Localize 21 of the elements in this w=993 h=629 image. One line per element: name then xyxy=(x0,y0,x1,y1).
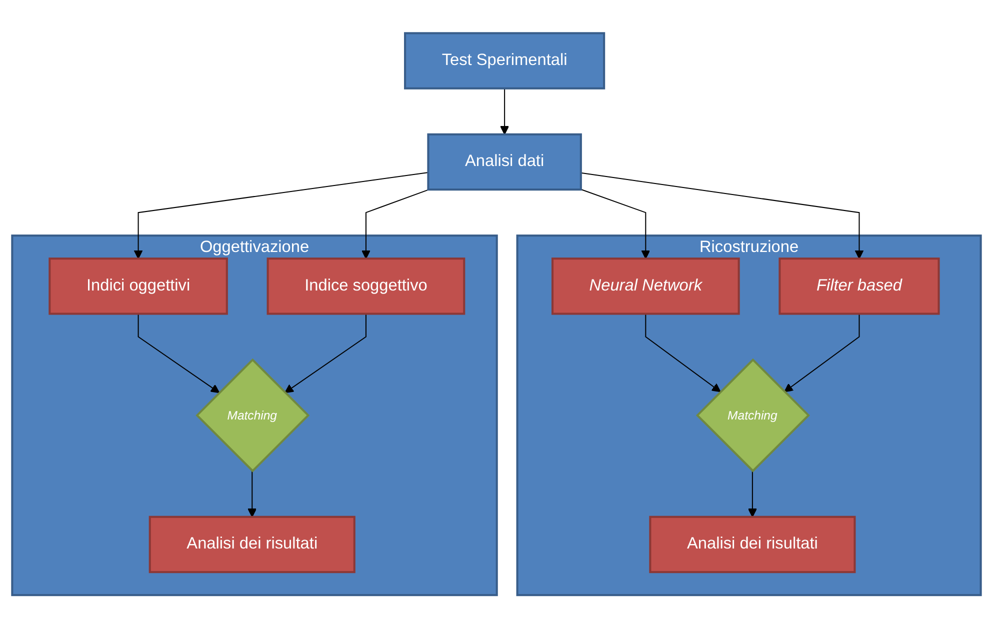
arrow xyxy=(580,172,864,260)
arrow xyxy=(361,189,430,260)
node-box: Analisi dei risultati xyxy=(649,516,856,574)
node-box: Indici oggettivi xyxy=(48,258,228,316)
arrow xyxy=(645,314,721,393)
arrow xyxy=(248,471,257,518)
arrow xyxy=(500,88,510,136)
node-diamond: Matching xyxy=(196,358,310,473)
arrow xyxy=(784,314,860,393)
node-box: Test Sperimentali xyxy=(404,32,606,90)
arrow xyxy=(748,471,757,518)
node-diamond: Matching xyxy=(696,358,810,473)
arrow xyxy=(580,189,650,260)
node-box: Neural Network xyxy=(552,258,740,316)
node-box: Analisi dei risultati xyxy=(148,516,356,574)
arrow xyxy=(284,314,366,394)
node-box: Indice soggettivo xyxy=(266,258,466,316)
arrow xyxy=(138,314,220,394)
node-box: Analisi dati xyxy=(427,134,582,191)
node-box: Filter based xyxy=(778,258,940,316)
arrow xyxy=(134,172,428,260)
